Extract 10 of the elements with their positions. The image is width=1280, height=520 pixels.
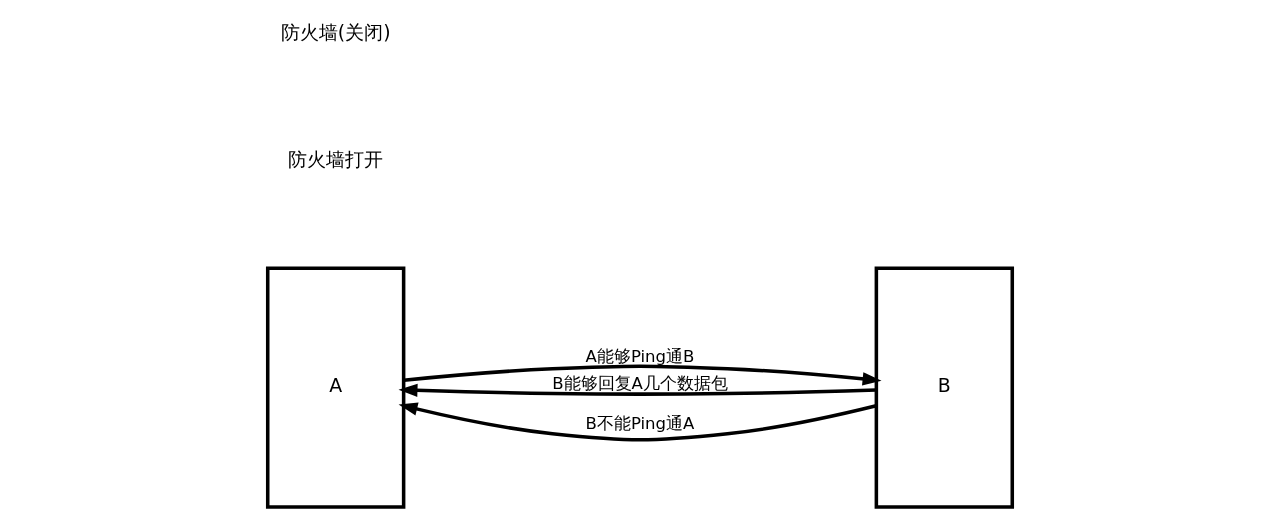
arrow xyxy=(398,383,877,397)
arrow xyxy=(398,402,877,442)
arrow xyxy=(403,364,882,386)
edge-label: B不能Ping通A xyxy=(585,414,695,434)
node-box: A xyxy=(265,266,406,509)
edge-label: A能够Ping通B xyxy=(585,346,695,366)
label: 防火墙(关闭) xyxy=(280,20,391,43)
edge-label: B能够回复A几个数据包 xyxy=(552,374,728,394)
node-box: B xyxy=(874,266,1015,509)
label: 防火墙打开 xyxy=(288,148,384,171)
